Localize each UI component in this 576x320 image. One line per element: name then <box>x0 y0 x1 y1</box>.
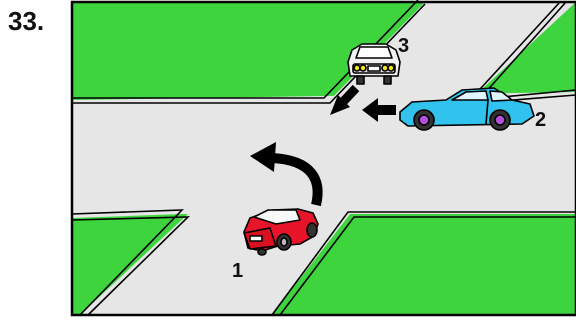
car-label-2: 2 <box>535 109 546 131</box>
car-label-1: 1 <box>232 260 243 282</box>
car-label-3: 3 <box>398 35 409 57</box>
